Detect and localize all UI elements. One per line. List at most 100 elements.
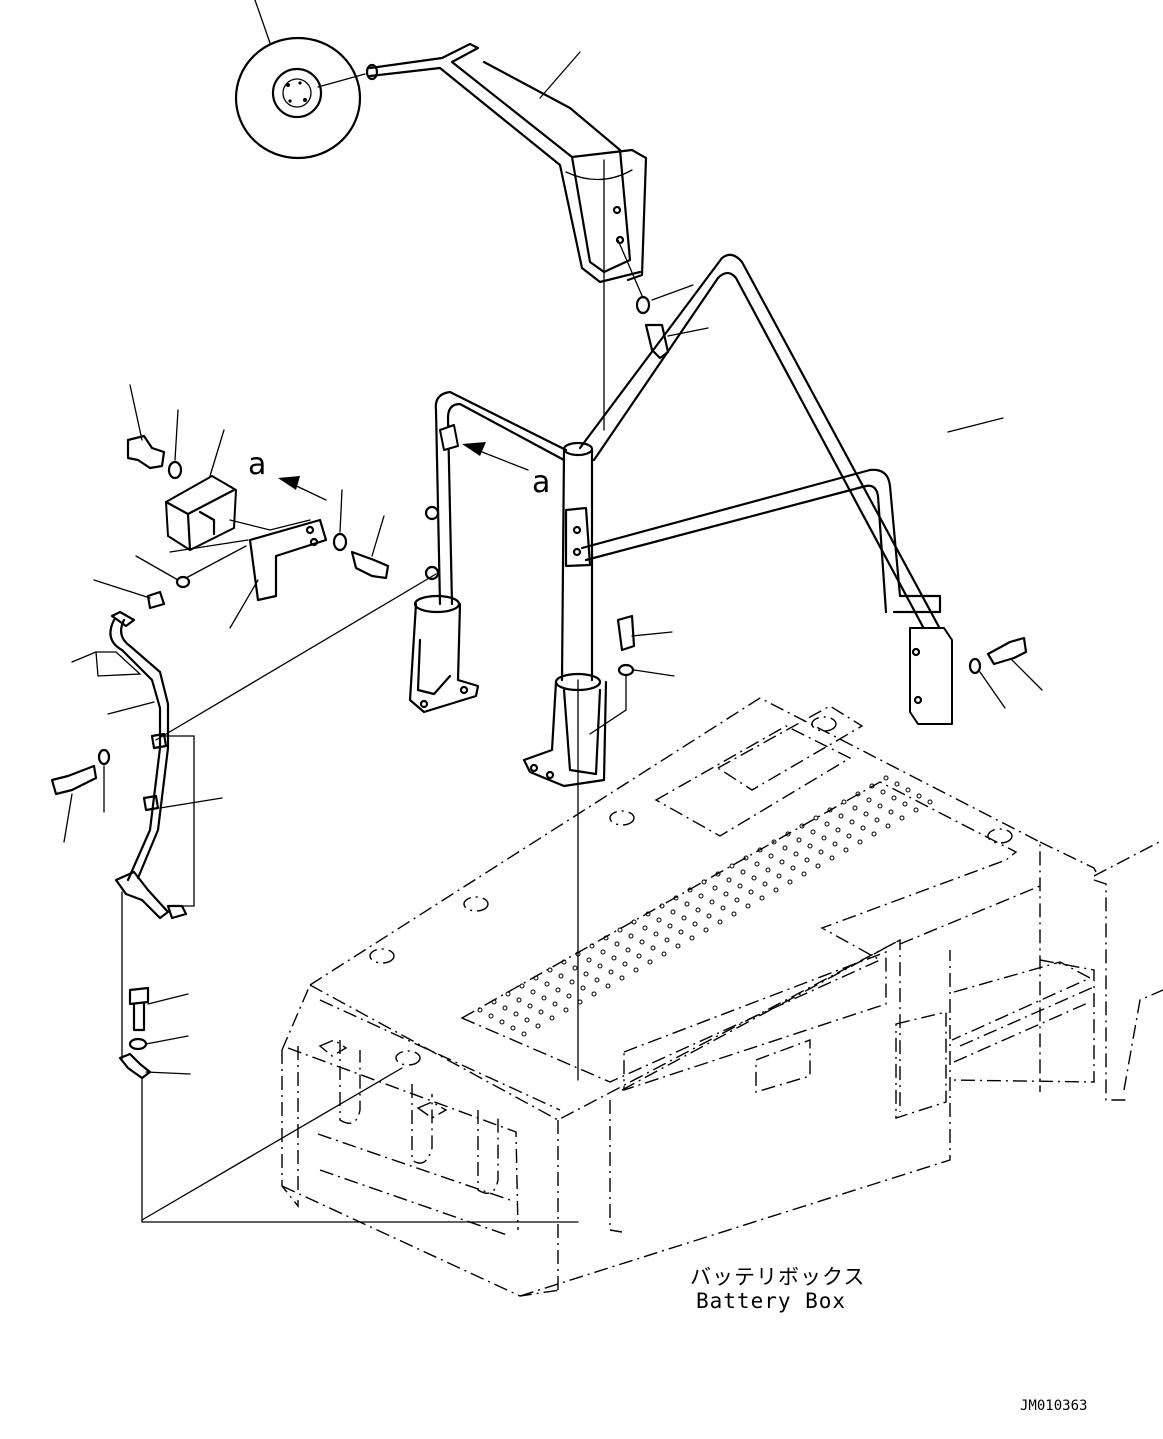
perforation-hole: [743, 855, 749, 861]
perforation-hole: [580, 985, 586, 991]
perforation-hole: [566, 993, 572, 999]
perforation-hole: [527, 1003, 533, 1009]
view-label-left: a: [248, 447, 266, 482]
perforation-hole: [510, 1025, 516, 1031]
perforation-hole: [740, 869, 746, 875]
perforation-hole: [617, 927, 623, 933]
perforation-hole: [513, 1011, 519, 1017]
perforation-hole: [709, 899, 715, 905]
view-arrow-center: a: [462, 442, 550, 500]
perforation-hole: [499, 1019, 505, 1025]
perforation-hole: [824, 821, 830, 827]
perforation-hole: [544, 981, 550, 987]
perforation-hole: [642, 925, 648, 931]
perforation-hole: [639, 939, 645, 945]
perforation-hole: [765, 867, 771, 873]
perforation-hole: [880, 789, 886, 795]
perforation-hole: [790, 865, 796, 871]
perforation-hole: [734, 897, 740, 903]
perforation-hole: [622, 961, 628, 967]
perforation-hole: [902, 801, 908, 807]
perforation-hole: [631, 919, 637, 925]
perforation-hole: [720, 905, 726, 911]
perforation-hole: [650, 945, 656, 951]
perforation-hole: [799, 823, 805, 829]
perforation-hole: [569, 979, 575, 985]
perforation-hole: [659, 903, 665, 909]
perforation-hole: [698, 893, 704, 899]
perforation-hole: [751, 875, 757, 881]
handrail-frame: [424, 253, 1004, 725]
perforation-hole: [491, 999, 497, 1005]
view-label-center: a: [532, 465, 550, 500]
perforation-hole: [894, 781, 900, 787]
perforation-hole: [916, 793, 922, 799]
perforation-hole: [664, 937, 670, 943]
perforation-hole: [754, 861, 760, 867]
harness-fasteners: [50, 748, 111, 843]
battery-box: [281, 697, 1163, 1297]
perforation-hole: [877, 803, 883, 809]
perforation-hole: [779, 859, 785, 865]
perforation-hole: [575, 951, 581, 957]
perforation-hole: [605, 983, 611, 989]
perforation-hole: [535, 1023, 541, 1029]
perforation-hole: [818, 849, 824, 855]
perforation-hole: [549, 1015, 555, 1021]
mirror-arm: [365, 42, 648, 431]
left-post: [408, 594, 480, 714]
perforation-hole: [821, 835, 827, 841]
perforation-hole: [745, 903, 751, 909]
perforation-hole: [846, 833, 852, 839]
perforation-hole: [759, 895, 765, 901]
perforation-hole: [589, 943, 595, 949]
perforation-hole: [899, 815, 905, 821]
battery-box-label-en: Battery Box: [696, 1289, 846, 1313]
perforation-hole: [636, 953, 642, 959]
perforation-hole: [782, 845, 788, 851]
perforation-hole: [815, 863, 821, 869]
perforation-hole: [762, 881, 768, 887]
center-post: [522, 441, 608, 1081]
perforation-hole: [633, 967, 639, 973]
perforation-hole: [661, 951, 667, 957]
perforation-hole: [675, 943, 681, 949]
perforation-hole: [681, 915, 687, 921]
perforation-hole: [838, 813, 844, 819]
perforation-hole: [488, 1013, 494, 1019]
perforation-hole: [829, 855, 835, 861]
perforation-hole: [645, 911, 651, 917]
view-arrow-left: a: [248, 447, 327, 501]
drawing-code: JM010363: [1020, 1398, 1087, 1414]
perforation-hole: [687, 887, 693, 893]
perforation-hole: [801, 871, 807, 877]
perforation-hole: [927, 799, 933, 805]
perforation-hole: [785, 831, 791, 837]
perforation-hole: [684, 901, 690, 907]
perforation-hole: [891, 795, 897, 801]
perforation-hole: [869, 783, 875, 789]
perforation-hole: [860, 825, 866, 831]
perforation-hole: [810, 829, 816, 835]
perforation-hole: [813, 815, 819, 821]
perforation-hole: [670, 909, 676, 915]
perforation-hole: [614, 941, 620, 947]
perforation-hole: [600, 949, 606, 955]
perforation-hole: [667, 923, 673, 929]
perforation-hole: [701, 879, 707, 885]
perforation-hole: [502, 1005, 508, 1011]
mirror-arm-fasteners: [617, 239, 709, 360]
battery-box-label-jp: バッテリボックス: [690, 1265, 865, 1289]
perforation-hole: [905, 787, 911, 793]
perforation-hole: [561, 959, 567, 965]
perforation-hole: [717, 919, 723, 925]
perforation-hole: [757, 847, 763, 853]
perforation-hole: [611, 955, 617, 961]
perforation-hole: [530, 989, 536, 995]
perforation-hole: [857, 839, 863, 845]
perforation-hole: [586, 957, 592, 963]
perforation-hole: [706, 913, 712, 919]
perforation-hole: [608, 969, 614, 975]
perforation-hole: [787, 879, 793, 885]
perforation-hole: [552, 1001, 558, 1007]
